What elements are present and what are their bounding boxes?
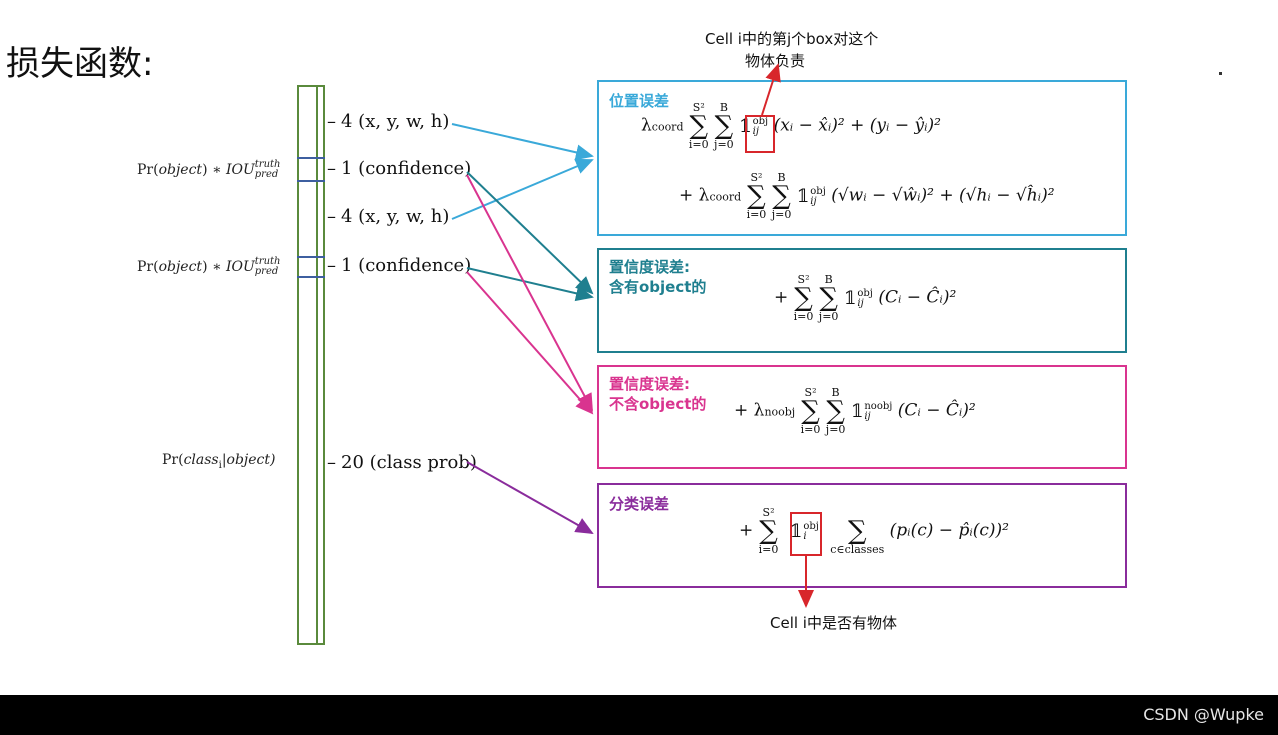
vector-label-confidence-1: –1 (confidence) [327,158,472,179]
confidence-object-title-1: 置信度误差: [609,258,690,276]
footer-bar [0,695,1278,735]
vector-separator [297,157,325,159]
output-vector-inner-line [316,87,318,643]
coord-error-title: 位置误差 [609,92,670,110]
page-title: 损失函数: [6,44,154,84]
confidence-noobject-title-2: 不含object的 [609,395,707,413]
class-error-title: 分类误差 [609,495,670,513]
vector-separator [297,180,325,182]
arrow-conf1-to-noobj [466,174,593,412]
watermark: CSDN @Wupke [1143,705,1264,724]
confidence-noobject-title-1: 置信度误差: [609,375,690,393]
vector-label-coords-1: –4 (x, y, w, h) [327,111,450,132]
vector-separator [297,276,325,278]
vector-label-confidence-2: –1 (confidence) [327,255,472,276]
annotation-top-line2: 物体负责 [745,52,806,70]
arrow-coords1-to-coord [451,123,594,161]
pr-class-label: Pr(classi|object) [162,452,276,471]
arrow-conf2-to-noobj [466,271,594,415]
annotation-bottom: Cell i中是否有物体 [770,614,897,632]
arrow-classprob-to-class [466,461,594,534]
vector-label-class-prob: –20 (class prob) [327,452,477,473]
confidence-object-title-2: 含有object的 [609,278,707,296]
class-indicator-highlight-box [790,512,822,556]
confidence-noobject-box: 置信度误差: 不含object的 + λnoobj S²∑i=0 B∑j=0 𝟙… [597,365,1127,469]
output-vector [297,85,325,645]
annotation-top-line1: Cell i中的第j个box对这个 [705,30,879,48]
arrow-coords2-to-coord [451,158,594,220]
arrow-conf2-to-obj [466,267,594,302]
vector-label-coords-2: –4 (x, y, w, h) [327,206,450,227]
stray-dot [1219,72,1222,75]
vector-separator [297,256,325,258]
arrow-conf1-to-obj [466,171,594,295]
indicator-highlight-box [745,115,775,153]
